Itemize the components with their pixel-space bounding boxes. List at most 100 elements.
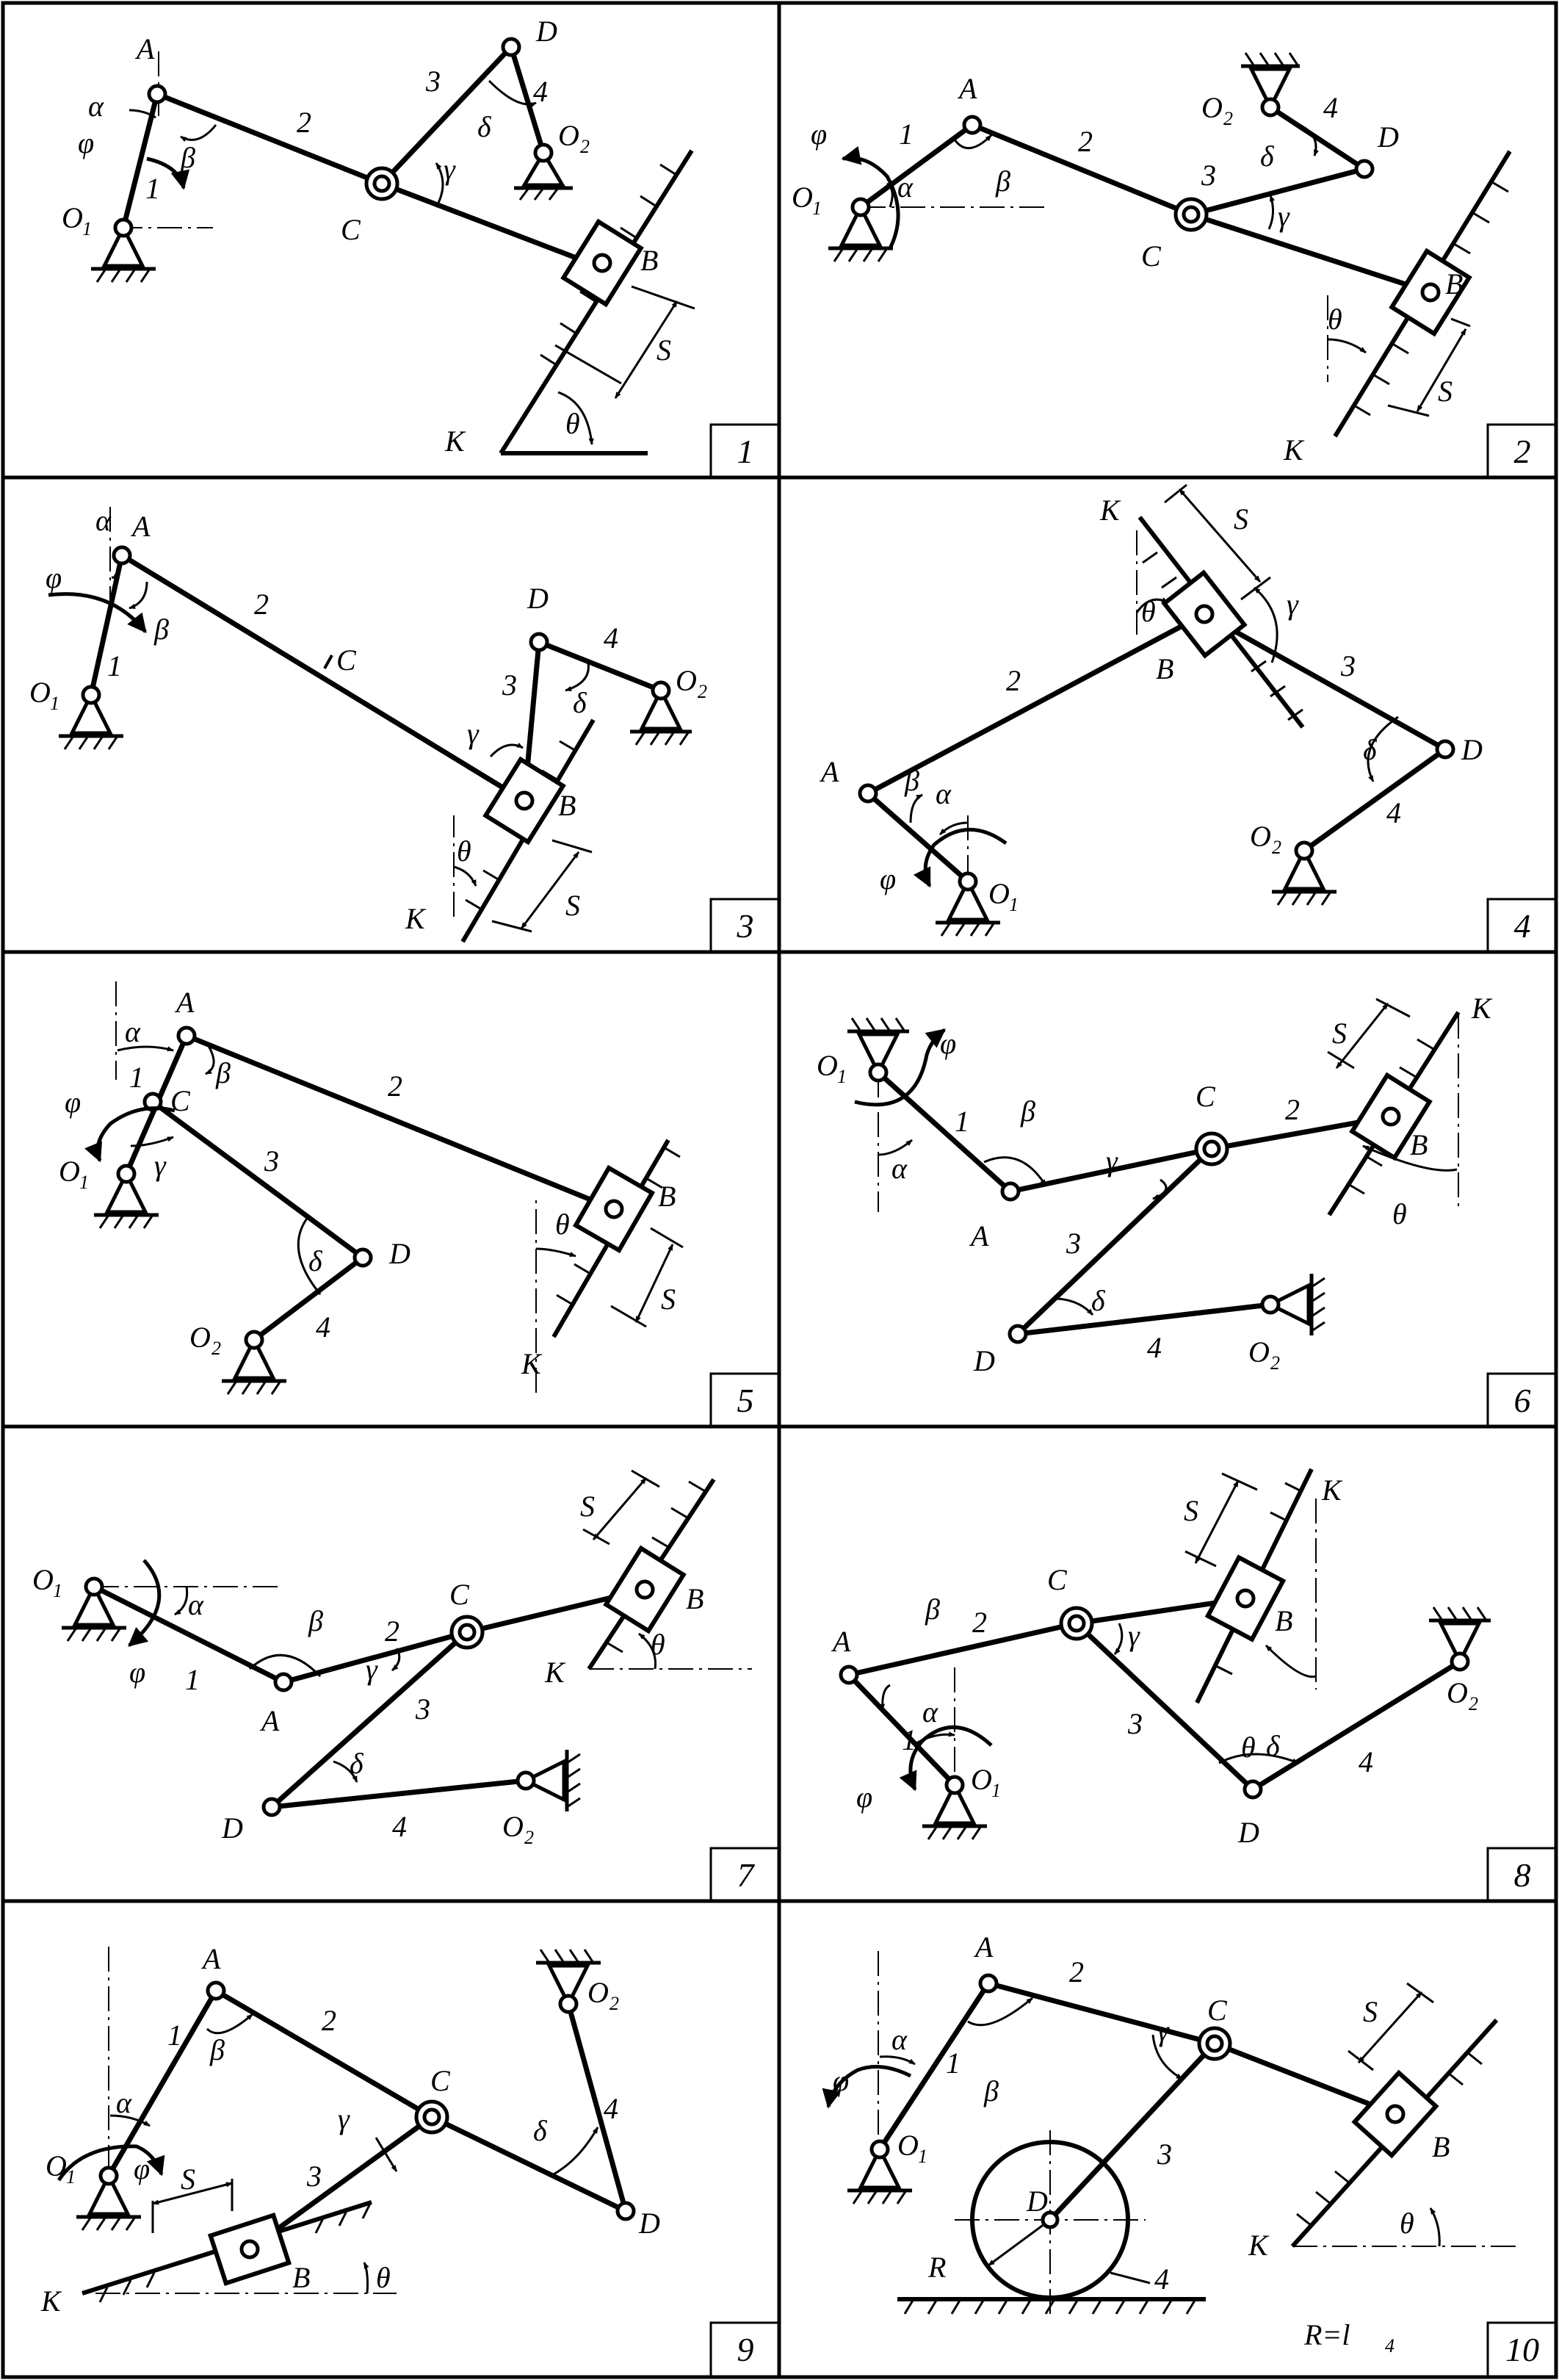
panel-5-label-S: S (661, 1283, 676, 1316)
panel-4-links (865, 611, 1448, 884)
panel-5-label-delta: δ (308, 1244, 323, 1277)
panel-5-label-B: B (658, 1180, 676, 1213)
panel-5-label-O2: O (189, 1321, 211, 1354)
panel-4-label-O1: O (988, 877, 1010, 910)
panel-4-label-D: D (1461, 733, 1483, 766)
panel-7-label-S: S (580, 1490, 595, 1523)
panel-2-label-K: K (1283, 433, 1305, 466)
panel-8-label-link-3: 3 (1127, 1707, 1143, 1740)
panel-8-label-link-4: 4 (1359, 1745, 1373, 1778)
panel-10-label-S: S (1363, 1995, 1378, 2028)
panel-5-label-C: C (170, 1084, 191, 1117)
panel-8-label-alpha: α (922, 1695, 938, 1728)
panel-3-label-O2: O (676, 664, 697, 697)
panel-3-label-alpha: α (95, 504, 112, 537)
panel-7-label-link-1: 1 (185, 1663, 200, 1696)
panel-3-links (88, 552, 664, 804)
panel-3-label-theta: θ (457, 834, 471, 868)
panel-5-label-A: A (174, 986, 195, 1019)
panel-3-centerlines (109, 507, 455, 917)
panel-4-labels: A D O 1 O 2 B K S α φ β γ δ θ 2 3 4 (819, 494, 1483, 915)
panel-5-joints (116, 1025, 624, 1350)
panel-9-label-theta: θ (376, 2261, 391, 2294)
panel-2-label-gamma: γ (1278, 200, 1290, 233)
panel-6-label-A: A (969, 1219, 989, 1252)
panel-2-label-phi: φ (811, 118, 827, 151)
panel-1-label-alpha: α (88, 90, 104, 123)
panel-2-label-O2-sub: 2 (1223, 108, 1233, 129)
panel-10-label-A: A (973, 1930, 994, 1964)
panel-5-label-O1-sub: 1 (79, 1172, 89, 1193)
panel-6-label-D: D (973, 1344, 995, 1377)
panel-10-radius-R (988, 2218, 1051, 2267)
panel-2-label-beta: β (995, 165, 1010, 198)
panel-7-label-link-2: 2 (385, 1615, 399, 1648)
panel-10-label-O1: O (897, 2129, 919, 2162)
panel-6-label-O1: O (817, 1049, 838, 1082)
panel-4-label-link-2: 2 (1006, 664, 1021, 697)
panel-8-labels: A C D O 1 O 2 B K S α φ β γ δ θ 1 2 3 4 (831, 1474, 1478, 1849)
panel-6-label-alpha: α (891, 1152, 908, 1185)
panel-5-links (123, 1033, 617, 1343)
panel-8-label-phi: φ (856, 1781, 872, 1814)
panel-9-centerlines (95, 1947, 397, 2294)
panel-2-arcs (841, 120, 1367, 354)
panel-8-dimension-S (1184, 1472, 1258, 1568)
panel-2-label-O1-sub: 1 (812, 198, 822, 219)
panel-7-supports (62, 1582, 581, 1811)
panel-5-label-O2-sub: 2 (211, 1338, 221, 1359)
panel-7-dimension-S (582, 1469, 660, 1546)
panel-4-label-O1-sub: 1 (1009, 894, 1019, 915)
panel-2-label-alpha: α (897, 170, 914, 203)
panel-4-label-A: A (819, 755, 839, 788)
panel-9-label-link-2: 2 (322, 2004, 336, 2037)
panel-2-joints (850, 97, 1441, 303)
panel-number-3: 3 (737, 907, 754, 945)
panel-3-labels: A C D O 1 O 2 B K S α φ β γ δ θ 1 2 3 4 (29, 504, 707, 935)
panel-7-label-A: A (259, 1704, 280, 1737)
panel-10-wheel (897, 2140, 1206, 2315)
panel-4-centerlines (967, 530, 1137, 881)
panel-6-arcs (854, 1028, 1458, 1316)
panel-1-label-D: D (535, 15, 557, 48)
panel-5-labels: A C D O 1 O 2 B K S α φ β γ δ θ 1 2 3 4 (59, 986, 676, 1380)
panel-9-label-K: K (40, 2285, 62, 2318)
panel-8-label-theta: θ (1241, 1731, 1256, 1764)
panel-5-label-O1: O (59, 1155, 80, 1188)
panel-4-joints (858, 604, 1455, 892)
panel-1-labels: A C D O 1 O 2 B K S α φ β γ δ θ 1 2 3 4 (62, 15, 671, 458)
panel-8-label-delta: δ (1266, 1729, 1281, 1762)
panel-3-dimension-S (491, 839, 593, 933)
panel-5-label-D: D (388, 1237, 410, 1270)
panel-3-label-phi: φ (46, 561, 62, 594)
panel-3-label-link-3: 3 (502, 668, 517, 702)
panel-9-label-D: D (638, 2207, 660, 2240)
panel-9-dimension-S (151, 2179, 234, 2233)
panel-5-label-beta: β (215, 1056, 231, 1089)
panel-10-label-alpha: α (891, 2023, 908, 2056)
panel-7-label-K: K (544, 1656, 566, 1689)
panel-7-label-O2-sub: 2 (524, 1827, 534, 1848)
panel-10-label-gamma: γ (1157, 2014, 1170, 2047)
panel-5-label-phi: φ (65, 1086, 81, 1119)
panel-2-label-theta: θ (1328, 303, 1342, 336)
panel-2-label-S: S (1438, 375, 1453, 408)
panel-8-label-B: B (1275, 1604, 1292, 1637)
panel-7-labels: A C D O 1 O 2 B K S α φ β γ δ θ 1 2 3 4 (32, 1490, 703, 1848)
panel-8: A C D O 1 O 2 B K S α φ β γ δ θ 1 2 3 4 (831, 1468, 1491, 1849)
panel-3-label-C: C (336, 643, 357, 677)
panel-1-label-phi: φ (78, 126, 94, 159)
panel-6-label-O2: O (1248, 1335, 1270, 1368)
panel-6-joints (868, 1062, 1401, 1344)
panel-5-label-K: K (521, 1347, 543, 1380)
panel-8-label-O2: O (1447, 1676, 1468, 1709)
panel-5-label-link-3: 3 (264, 1144, 279, 1178)
panel-6-label-link-4: 4 (1147, 1331, 1162, 1364)
panel-3-label-link-1: 1 (107, 649, 122, 682)
panel-10-label-link-1: 1 (946, 2047, 961, 2080)
panel-number-4: 4 (1514, 907, 1531, 945)
panel-9-labels: A C D O 1 O 2 B K S α φ β γ δ θ 1 2 3 4 (40, 1942, 660, 2318)
panel-3: A C D O 1 O 2 B K S α φ β γ δ θ 1 2 3 4 (29, 504, 707, 943)
panel-8-supports (922, 1606, 1491, 1840)
